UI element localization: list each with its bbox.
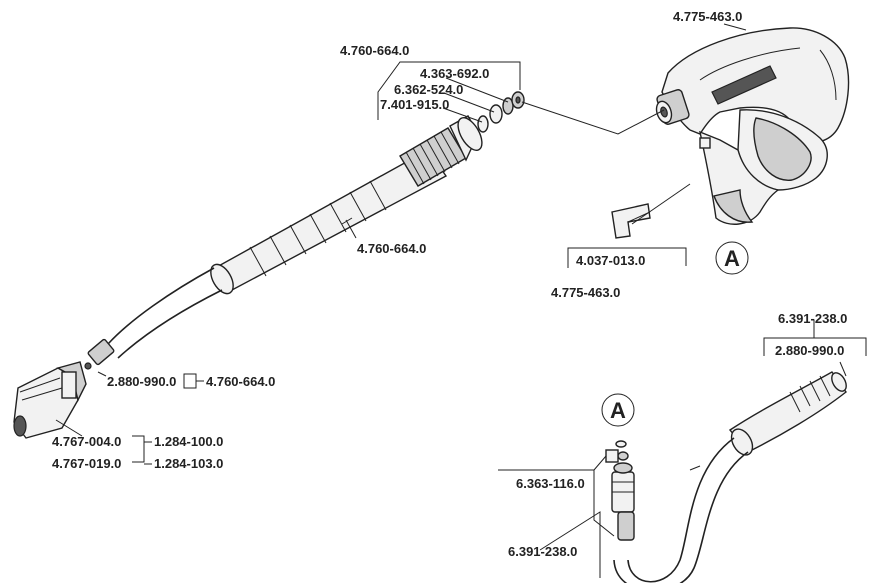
callout-a-gun: A: [715, 241, 749, 275]
spray-nozzle: [13, 361, 92, 439]
svg-text:A: A: [610, 398, 626, 423]
hose-assembly: [605, 371, 847, 583]
label-hose-bottom: 6.391-238.0: [508, 544, 577, 559]
label-nozzle-b: 4.767-019.0: [52, 456, 121, 471]
label-clip-part: 4.037-013.0: [576, 253, 645, 268]
label-ring-c: 7.401-915.0: [380, 97, 449, 112]
label-gun-top: 4.775-463.0: [673, 9, 742, 24]
label-hose-fitting: 6.363-116.0: [516, 476, 585, 491]
part-number-labels: 4.775-463.0 4.760-664.0 4.363-692.0 6.36…: [52, 9, 847, 559]
label-nozzle-oring-kit: 4.760-664.0: [206, 374, 275, 389]
label-nozzle-b-kit: 1.284-103.0: [154, 456, 223, 471]
label-ring-b: 6.362-524.0: [394, 82, 463, 97]
label-lance-tube: 4.760-664.0: [357, 241, 426, 256]
label-nozzle-a: 4.767-004.0: [52, 434, 121, 449]
label-ring-a: 4.363-692.0: [420, 66, 489, 81]
callout-a-hose: A: [601, 393, 635, 427]
label-nozzle-a-kit: 1.284-100.0: [154, 434, 223, 449]
label-hose-top: 6.391-238.0: [778, 311, 847, 326]
leader-lines: [55, 23, 867, 578]
clip-part: [611, 203, 651, 239]
svg-text:A: A: [724, 246, 740, 271]
label-nozzle-oring: 2.880-990.0: [107, 374, 176, 389]
label-hose-oring: 2.880-990.0: [775, 343, 844, 358]
label-clip-set: 4.775-463.0: [551, 285, 620, 300]
spray-lance: [87, 115, 483, 366]
label-lance-kit-top: 4.760-664.0: [340, 43, 409, 58]
sealing-rings: [477, 91, 525, 133]
spray-gun: [655, 27, 850, 225]
